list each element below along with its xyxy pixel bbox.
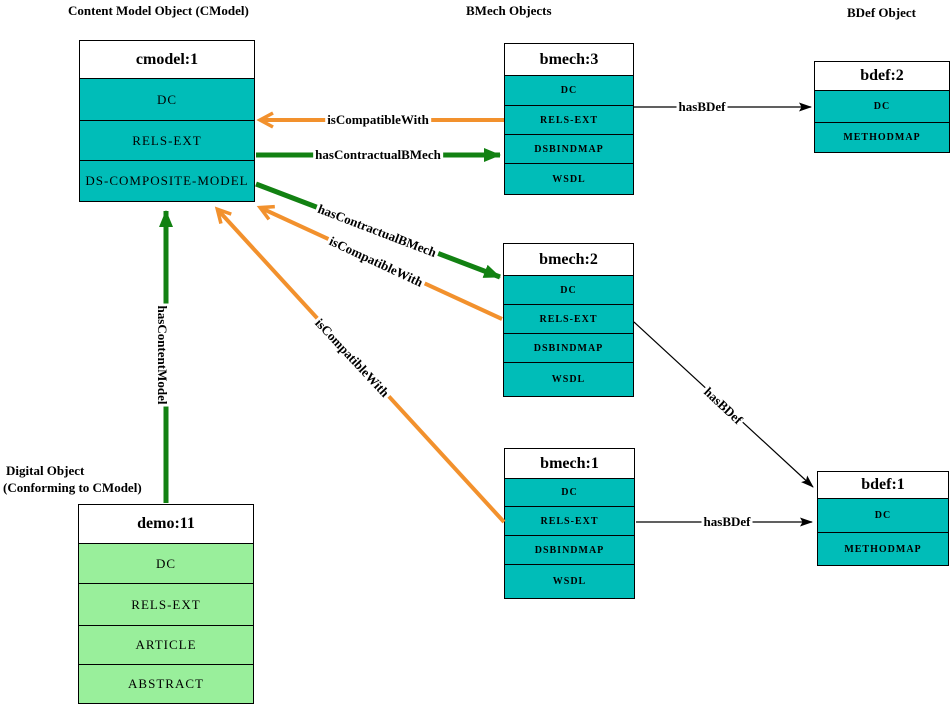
bmech-2-title: bmech:2 xyxy=(503,243,634,276)
edge-label-iscompatiblewith-top: isCompatibleWith xyxy=(325,112,431,128)
datastream-row: DSBINDMAP xyxy=(504,134,634,164)
bdef-1-box: bdef:1 DC METHODMAP xyxy=(817,471,949,566)
datastream-row: DC xyxy=(817,498,949,533)
datastream-row: RELS-EXT xyxy=(79,120,255,161)
cmodel-1-box: cmodel:1 DC RELS-EXT DS-COMPOSITE-MODEL xyxy=(79,40,255,202)
bdef-2-box: bdef:2 DC METHODMAP xyxy=(814,61,950,153)
datastream-row: DS-COMPOSITE-MODEL xyxy=(79,160,255,202)
datastream-row: WSDL xyxy=(503,362,634,397)
datastream-row: ARTICLE xyxy=(78,625,254,665)
datastream-row: DSBINDMAP xyxy=(504,535,635,565)
datastream-row: RELS-EXT xyxy=(503,304,634,334)
bdef-1-title: bdef:1 xyxy=(817,471,949,499)
datastream-row: RELS-EXT xyxy=(78,583,254,626)
demo-11-box: demo:11 DC RELS-EXT ARTICLE ABSTRACT xyxy=(78,504,254,704)
demo-11-title: demo:11 xyxy=(78,504,254,544)
bmech-1-title: bmech:1 xyxy=(504,448,635,479)
datastream-row: METHODMAP xyxy=(817,532,949,566)
datastream-row: DC xyxy=(503,275,634,305)
bmech-2-box: bmech:2 DC RELS-EXT DSBINDMAP WSDL xyxy=(503,243,634,397)
datastream-row: RELS-EXT xyxy=(504,506,635,536)
section-label-bdef-object: BDef Object xyxy=(847,5,916,20)
datastream-row: WSDL xyxy=(504,564,635,599)
datastream-row: METHODMAP xyxy=(814,122,950,153)
edge-label-hasbdef-diagonal: hasBDef xyxy=(698,382,748,430)
edge-label-hasbdef-bottom: hasBDef xyxy=(701,514,753,530)
bmech-1-box: bmech:1 DC RELS-EXT DSBINDMAP WSDL xyxy=(504,448,635,599)
bmech-3-box: bmech:3 DC RELS-EXT DSBINDMAP WSDL xyxy=(504,43,634,195)
datastream-row: DC xyxy=(504,75,634,106)
section-label-content-model: Content Model Object (CModel) xyxy=(68,3,249,18)
edge-label-hascontentmodel: hasContentModel xyxy=(154,303,170,407)
section-label-digital-object-line1: Digital Object xyxy=(6,463,85,478)
bmech-3-title: bmech:3 xyxy=(504,43,634,76)
cmodel-1-title: cmodel:1 xyxy=(79,40,255,79)
datastream-row: RELS-EXT xyxy=(504,105,634,135)
section-label-digital-object-line2: (Conforming to CModel) xyxy=(3,480,142,495)
edge-label-iscompatiblewith-long: isCompatibleWith xyxy=(310,313,394,403)
bdef-2-title: bdef:2 xyxy=(814,61,950,91)
datastream-row: DC xyxy=(79,78,255,121)
datastream-row: WSDL xyxy=(504,163,634,195)
datastream-row: DC xyxy=(504,478,635,507)
datastream-row: DC xyxy=(814,90,950,123)
section-label-bmech-objects: BMech Objects xyxy=(466,3,552,18)
datastream-row: DC xyxy=(78,543,254,584)
edge-label-hascontractualbmech-diagonal: hasContractualBMech xyxy=(313,200,441,262)
datastream-row: ABSTRACT xyxy=(78,664,254,704)
edge-label-hascontractualbmech-top: hasContractualBMech xyxy=(313,147,443,163)
edge-label-hasbdef-top: hasBDef xyxy=(676,99,728,115)
datastream-row: DSBINDMAP xyxy=(503,333,634,363)
